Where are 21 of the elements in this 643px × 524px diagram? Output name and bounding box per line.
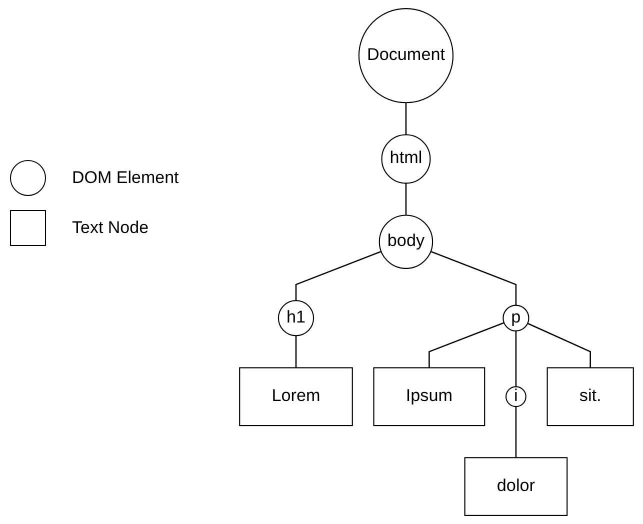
legend-label: Text Node <box>72 218 149 238</box>
connector <box>527 322 591 368</box>
node-box: Lorem <box>239 367 353 426</box>
connector <box>428 322 504 368</box>
node-circle: body <box>378 214 434 269</box>
node-box: Ipsum <box>373 367 486 426</box>
legend-label: DOM Element <box>72 168 179 188</box>
connector <box>430 250 517 306</box>
node-circle: h1 <box>278 300 314 336</box>
connector <box>405 183 407 216</box>
node-box: dolor <box>464 457 568 516</box>
connector <box>515 330 517 387</box>
connector <box>515 406 517 458</box>
node-circle: html <box>381 134 431 184</box>
node-circle: i <box>505 386 526 408</box>
connector <box>405 102 407 135</box>
node-box: sit. <box>546 367 634 426</box>
node-circle: p <box>502 304 530 332</box>
node-circle: Document <box>358 8 454 104</box>
connector <box>295 250 382 301</box>
connector <box>295 336 297 368</box>
